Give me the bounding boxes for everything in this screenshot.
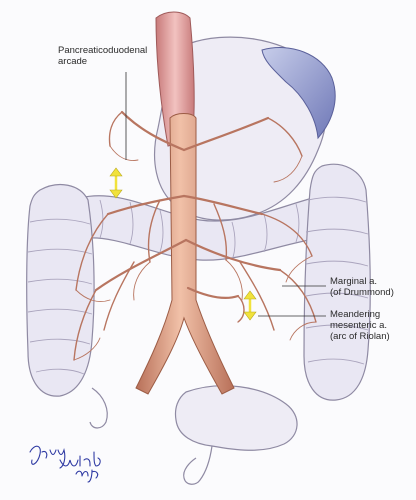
descending-colon: [303, 163, 371, 401]
aorta: [135, 113, 235, 395]
label-line: arcade: [58, 56, 88, 67]
esophagus: [155, 11, 195, 147]
label-line: Marginal a.: [330, 276, 377, 287]
label-line: (of Drummond): [330, 287, 394, 298]
artist-signature: [29, 445, 101, 483]
leader-lines: [125, 72, 326, 317]
ascending-colon: [26, 183, 95, 397]
label-line: (arc of Riolan): [330, 331, 390, 342]
mesenteric-arteries: [73, 110, 317, 361]
label-line: mesenteric a.: [330, 320, 388, 331]
flow-arrow-left: [109, 167, 123, 199]
sigmoid-colon-and-rectum: [89, 385, 298, 485]
label-pancreaticoduodenal-arcade: Pancreaticoduodenal arcade: [58, 45, 147, 67]
spleen: [261, 47, 336, 140]
label-line: Meandering: [330, 309, 381, 320]
label-line: Pancreaticoduodenal: [58, 45, 148, 56]
flow-arrow-right: [243, 290, 257, 321]
label-meandering-mesenteric-artery: Meandering mesenteric a. (arc of Riolan): [330, 309, 390, 342]
label-marginal-artery: Marginal a. (of Drummond): [330, 276, 394, 298]
